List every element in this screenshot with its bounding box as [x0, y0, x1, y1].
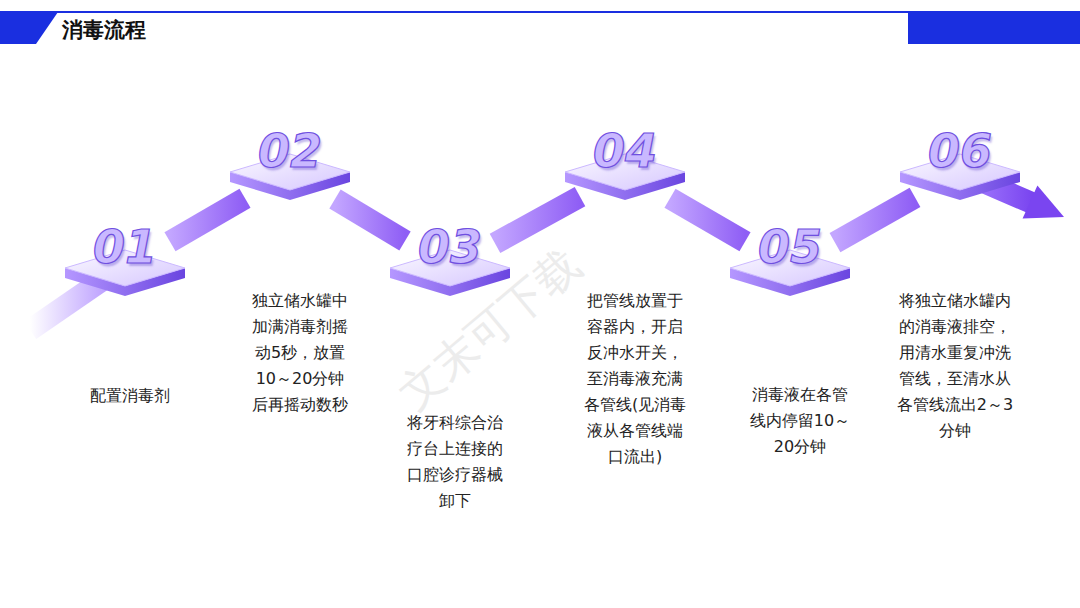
step-description: 将牙科综合治疗台上连接的口腔诊疗器械卸下: [403, 410, 507, 514]
step-description: 配置消毒剂: [65, 383, 195, 409]
step-platform: 04把管线放置于容器内，开启反冲水开关，至消毒液充满各管线(见消毒液从各管线端口…: [560, 120, 690, 210]
step-description: 消毒液在各管线内停留10～20分钟: [745, 382, 855, 460]
flow-band: [335, 199, 405, 241]
step-number: 06: [895, 126, 1025, 176]
step-number: 02: [225, 126, 355, 176]
step-number: 03: [385, 222, 515, 272]
tail-arrowhead: [1023, 186, 1064, 219]
flow-band: [170, 198, 245, 242]
step-number: 01: [60, 222, 190, 272]
flow-band: [835, 197, 915, 242]
step-number: 05: [725, 222, 855, 272]
step-platform: 06将独立储水罐内的消毒液排空，用清水重复冲洗管线，至清水从各管线流出2～3分钟: [895, 120, 1025, 210]
step-number: 04: [560, 126, 690, 176]
step-description: 将独立储水罐内的消毒液排空，用清水重复冲洗管线，至清水从各管线流出2～3分钟: [895, 288, 1015, 444]
step-platform: 01配置消毒剂: [60, 216, 190, 306]
slide-title: 消毒流程: [62, 16, 146, 44]
step-description: 独立储水罐中加满消毒剂摇动5秒，放置10～20分钟后再摇动数秒: [248, 288, 352, 418]
step-description: 把管线放置于容器内，开启反冲水开关，至消毒液充满各管线(见消毒液从各管线端口流出…: [583, 288, 687, 470]
step-platform: 03将牙科综合治疗台上连接的口腔诊疗器械卸下: [385, 216, 515, 306]
flow-band: [495, 197, 580, 244]
header-bar: [908, 12, 1080, 44]
flow-band: [670, 198, 745, 242]
step-platform: 05消毒液在各管线内停留10～20分钟: [725, 216, 855, 306]
header-tab: [0, 12, 58, 44]
step-platform: 02独立储水罐中加满消毒剂摇动5秒，放置10～20分钟后再摇动数秒: [225, 120, 355, 210]
